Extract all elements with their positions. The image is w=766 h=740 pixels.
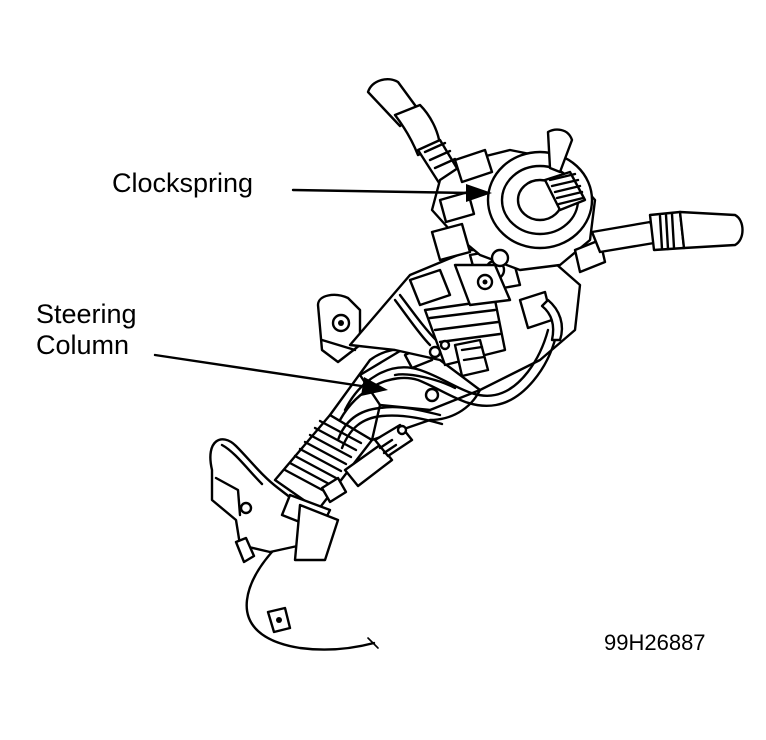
upper-housing <box>348 246 582 392</box>
steering-column-label-line1: Steering <box>36 299 137 329</box>
clockspring-assembly <box>430 128 607 307</box>
steering-column-label: Steering Column <box>36 299 137 361</box>
connectors <box>320 423 414 504</box>
steering-column-label-line2: Column <box>36 330 130 360</box>
wiring-cable <box>245 523 379 651</box>
clockspring-leader <box>291 184 492 202</box>
wiper-stalk <box>590 210 744 254</box>
clockspring-label: Clockspring <box>112 168 254 198</box>
lower-bracket <box>209 438 304 564</box>
figure-id: 99H26887 <box>604 630 706 655</box>
steering-column-leader <box>153 353 388 396</box>
left-mount-ear <box>316 293 362 364</box>
